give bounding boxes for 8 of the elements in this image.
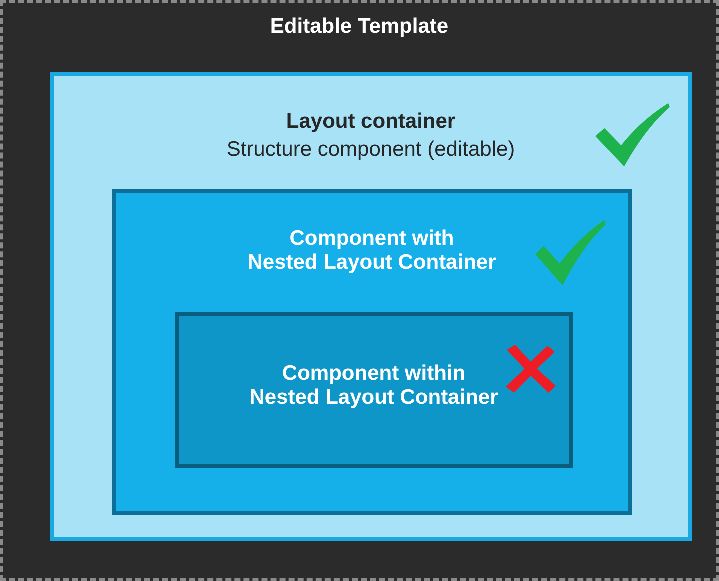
panel-title: Editable Template — [270, 15, 449, 39]
component-box — [112, 189, 632, 515]
component-label: Component with Nested Layout Container — [248, 227, 496, 275]
container-description: Structure component (editable) — [226, 138, 516, 162]
nested-component-box — [175, 312, 573, 468]
container-heading: Layout container — [286, 110, 456, 134]
nested-component-label: Component within Nested Layout Container — [250, 362, 498, 410]
layout-container-box — [50, 72, 692, 541]
